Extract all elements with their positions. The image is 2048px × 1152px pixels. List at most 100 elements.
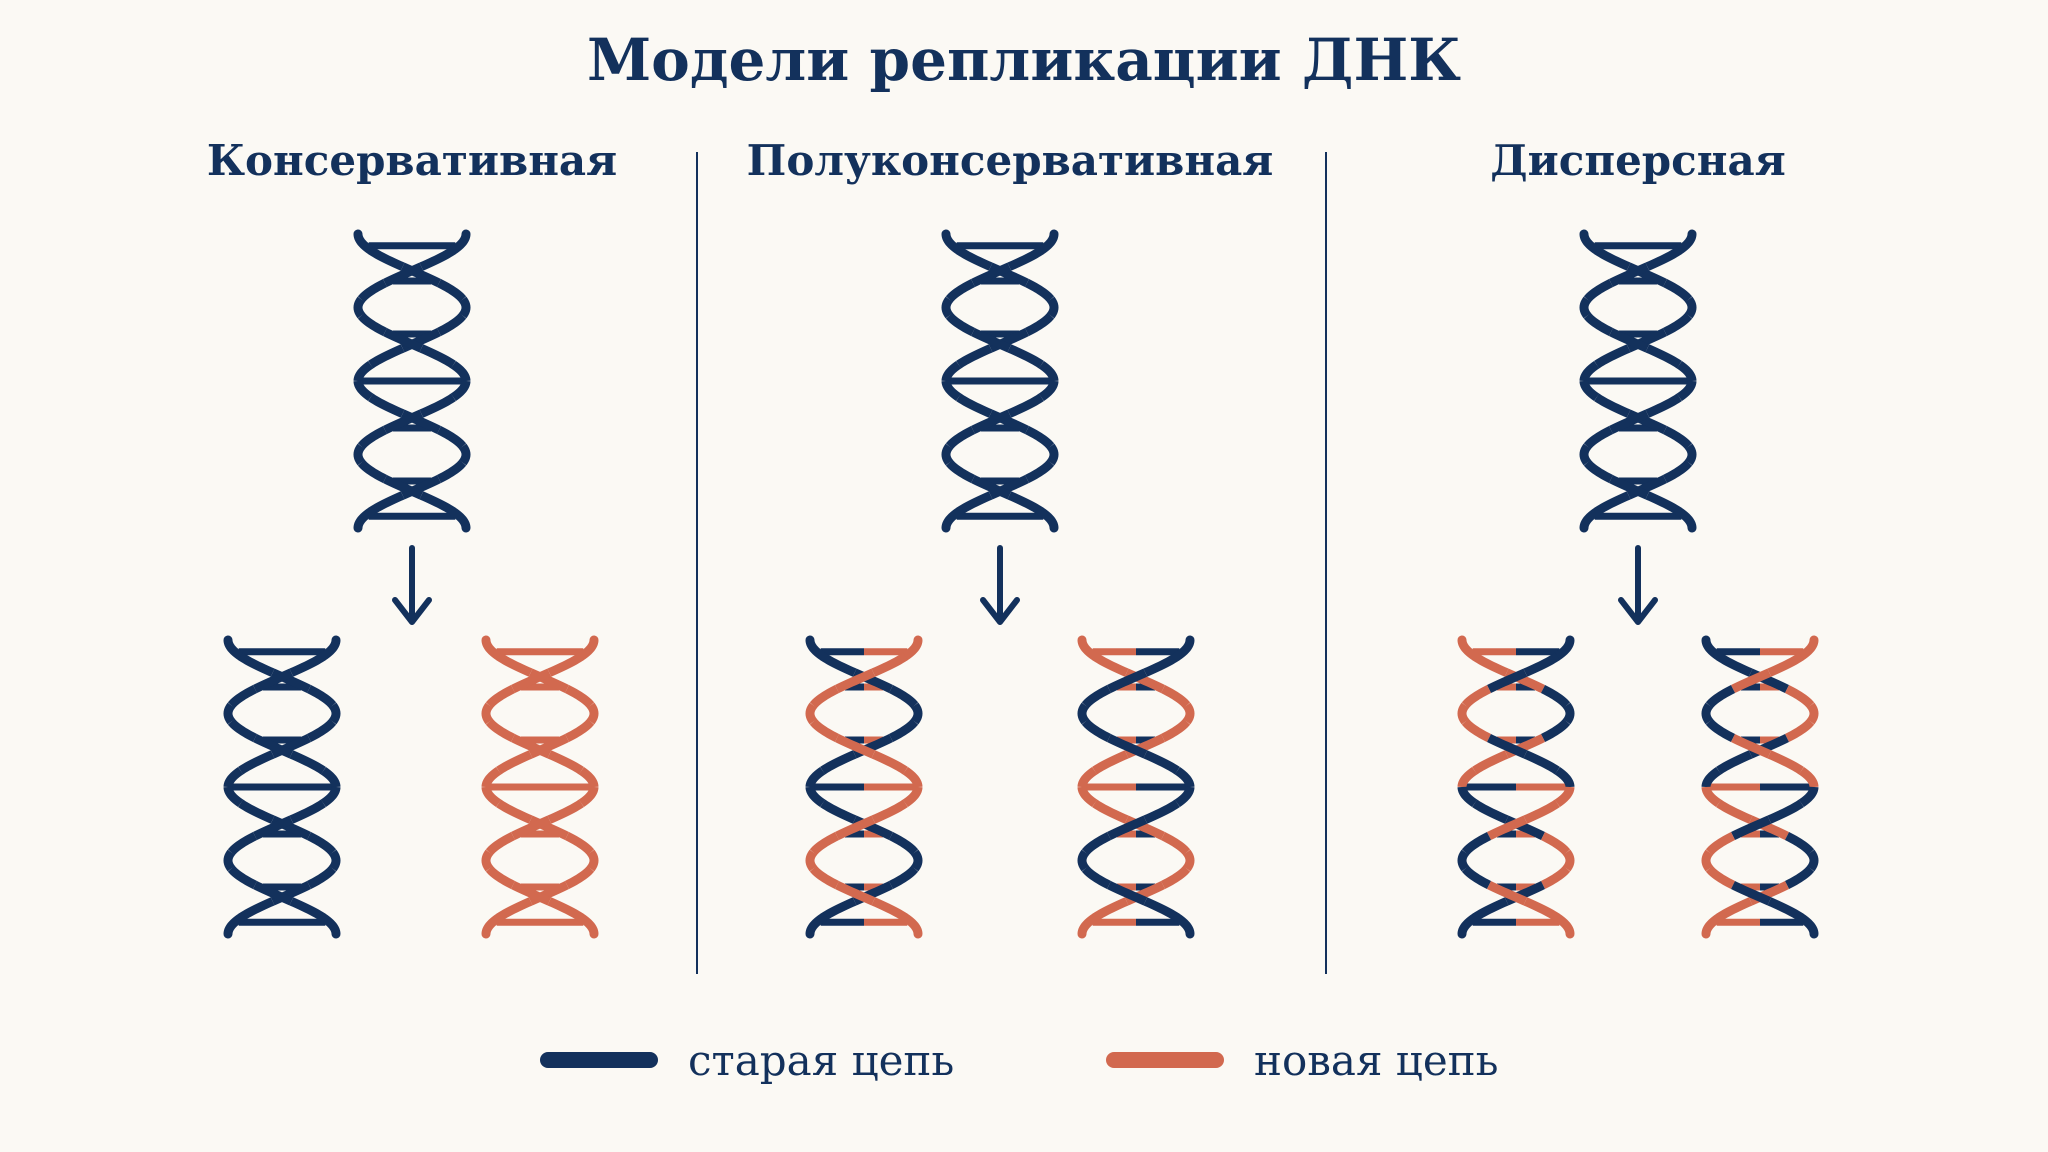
helix-strand-b [450,380,471,402]
helix-strand-b [223,702,235,725]
helix-strand-a [1183,849,1195,872]
helix-strand-b [871,897,908,922]
arrow-down-icon [980,545,1020,625]
helix-strand-a [1024,278,1055,303]
helix-strand-b [1579,296,1591,319]
helix-strand-b [971,409,1012,435]
helix-strand-a [223,766,244,788]
helix-strand-a [1092,652,1129,677]
helix-strand-b [419,344,456,369]
helix-strand-b [1081,718,1112,743]
helix-strand-b [1705,684,1736,709]
helix-strand-a [496,652,533,677]
helix-strand-b [357,425,388,450]
helix-strand-a [459,296,471,319]
helix-strand-b [320,766,341,788]
helix-strand-b [383,327,424,353]
helix-strand-b [1609,409,1650,435]
helix-strand-a [1540,865,1571,890]
helix-strand-b [1731,880,1772,906]
helix-strand-b [971,327,1012,353]
helix-strand-a [587,849,599,872]
helix-strand-a [1472,799,1509,824]
helix-strand-a [888,865,919,890]
helix-strand-b [809,831,840,856]
helix-strand-a [353,507,376,533]
helix-strand-a [1716,897,1753,922]
helix-strand-b [835,733,876,759]
helix-strand-a [1701,786,1722,808]
helix-strand-b [419,246,456,271]
helix-strand-a [496,799,533,824]
helix-strand-b [1038,360,1059,382]
helix-strand-b [450,360,471,382]
helix-strand-b [1107,815,1148,841]
helix-strand-b [1609,327,1650,353]
helix-strand-b [1701,849,1713,872]
helix-strand-a [1784,684,1815,709]
dna-helix-icon [805,635,923,939]
helix-strand-a [1716,652,1753,677]
helix-strand-a [1047,443,1059,466]
helix-strand-b [1767,897,1804,922]
helix-strand-a [459,443,471,466]
old-strand-swatch [540,1052,658,1068]
helix-strand-a [481,635,504,661]
helix-strand-a [941,380,962,402]
helix-strand-b [353,443,365,466]
helix-strand-b [809,684,840,709]
helix-strand-a [496,897,533,922]
helix-strand-b [1798,766,1819,788]
helix-strand-b [1007,393,1044,418]
helix-strand-b [971,262,1012,288]
helix-strand-b [448,229,471,255]
dna-helix-icon [353,229,471,533]
helix-strand-b [547,799,584,824]
helix-strand-b [945,425,976,450]
helix-strand-a [436,312,467,337]
helix-strand-b [357,459,388,484]
helix-strand-a [1092,799,1129,824]
helix-strand-b [289,652,326,677]
helix-strand-b [1701,702,1713,725]
helix-strand-a [820,652,857,677]
helix-strand-b [1674,507,1697,533]
helix-strand-b [227,718,258,743]
helix-strand-b [1523,897,1560,922]
legend-new-strand: новая цепь [1106,1030,1499,1090]
helix-strand-b [481,849,493,872]
helix-strand-b [945,278,976,303]
helix-strand-a [820,799,857,824]
helix-strand-b [383,409,424,435]
helix-strand-b [1554,786,1575,808]
helix-strand-b [1457,849,1469,872]
legend-old-strand: старая цепь [540,1030,954,1090]
helix-strand-a [223,786,244,808]
helix-strand-b [253,668,294,694]
helix-strand-b [945,312,976,337]
helix-strand-b [1143,750,1180,775]
helix-strand-a [911,702,923,725]
helix-strand-a [1160,831,1191,856]
helix-strand-a [1662,425,1693,450]
helix-strand-a [1784,831,1815,856]
helix-strand-a [1047,296,1059,319]
helix-strand-a [888,718,919,743]
helix-strand-a [1662,278,1693,303]
helix-strand-b [1645,491,1682,516]
helix-strand-b [835,880,876,906]
helix-strand-b [485,718,516,743]
helix-strand-b [1645,344,1682,369]
helix-strand-b [1523,652,1560,677]
column-divider-1 [696,152,698,974]
helix-strand-a [481,913,504,939]
helix-strand-b [1552,913,1575,939]
helix-strand-b [1081,684,1112,709]
helix-strand-a [1716,750,1753,775]
helix-strand-b [511,668,552,694]
helix-strand-a [1784,865,1815,890]
helix-strand-a [223,635,246,661]
helix-strand-b [809,718,840,743]
helix-strand-a [1540,831,1571,856]
helix-strand-a [238,799,275,824]
